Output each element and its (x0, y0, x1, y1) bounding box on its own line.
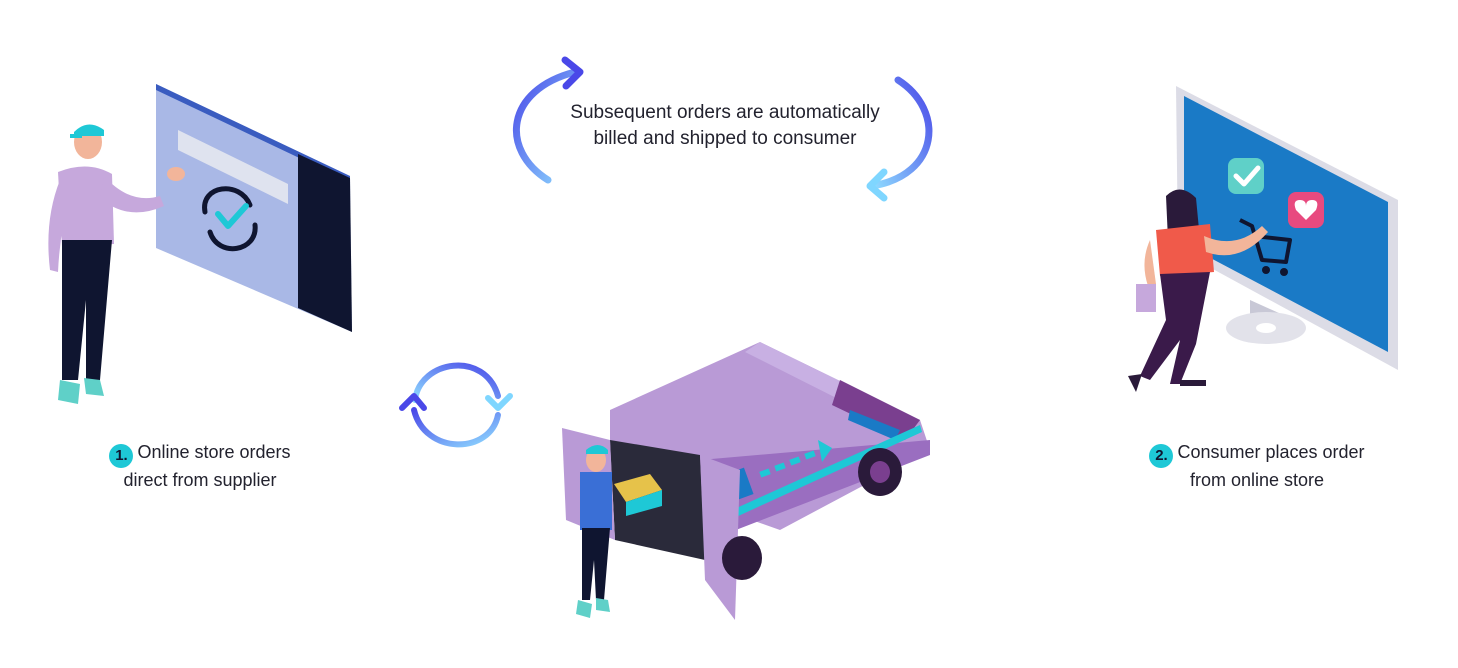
shopping-cart-icon (1239, 218, 1292, 276)
step-1-line-1: 1.Online store orders (70, 440, 330, 468)
step-2-text-line-1: Consumer places order (1177, 442, 1365, 462)
van-arrow-icon (759, 440, 832, 478)
cycle-description-line-2: billed and shipped to consumer (593, 128, 857, 149)
consumer-person (1128, 189, 1268, 392)
step-2-line-1: 2.Consumer places order (1122, 440, 1392, 468)
refresh-cycle-icon (399, 362, 513, 448)
courier-person (576, 445, 612, 618)
step-2-caption: 2.Consumer places order from online stor… (1122, 440, 1392, 492)
step-2-badge: 2. (1149, 444, 1174, 468)
step-2-text-line-2: from online store (1189, 470, 1325, 490)
consumer-order-illustration (1128, 86, 1398, 392)
delivery-van-illustration (562, 342, 930, 620)
cycle-arrow-right-icon (866, 76, 933, 202)
supplier-order-illustration (48, 84, 352, 404)
cycle-description: Subsequent orders are automatically bill… (520, 100, 930, 152)
step-1-badge: 1. (109, 444, 134, 468)
screen-refresh-check-icon (202, 186, 258, 252)
heart-badge-icon (1288, 192, 1324, 228)
supplier-person (48, 124, 185, 404)
step-1-text-line-2: direct from supplier (123, 470, 277, 490)
cycle-arrow-left-icon (512, 56, 584, 184)
checkmark-badge-icon (1228, 158, 1264, 194)
cycle-description-line-1: Subsequent orders are automatically (570, 102, 880, 123)
step-1-text-line-1: Online store orders (137, 442, 291, 462)
step-1-caption: 1.Online store orders direct from suppli… (70, 440, 330, 492)
